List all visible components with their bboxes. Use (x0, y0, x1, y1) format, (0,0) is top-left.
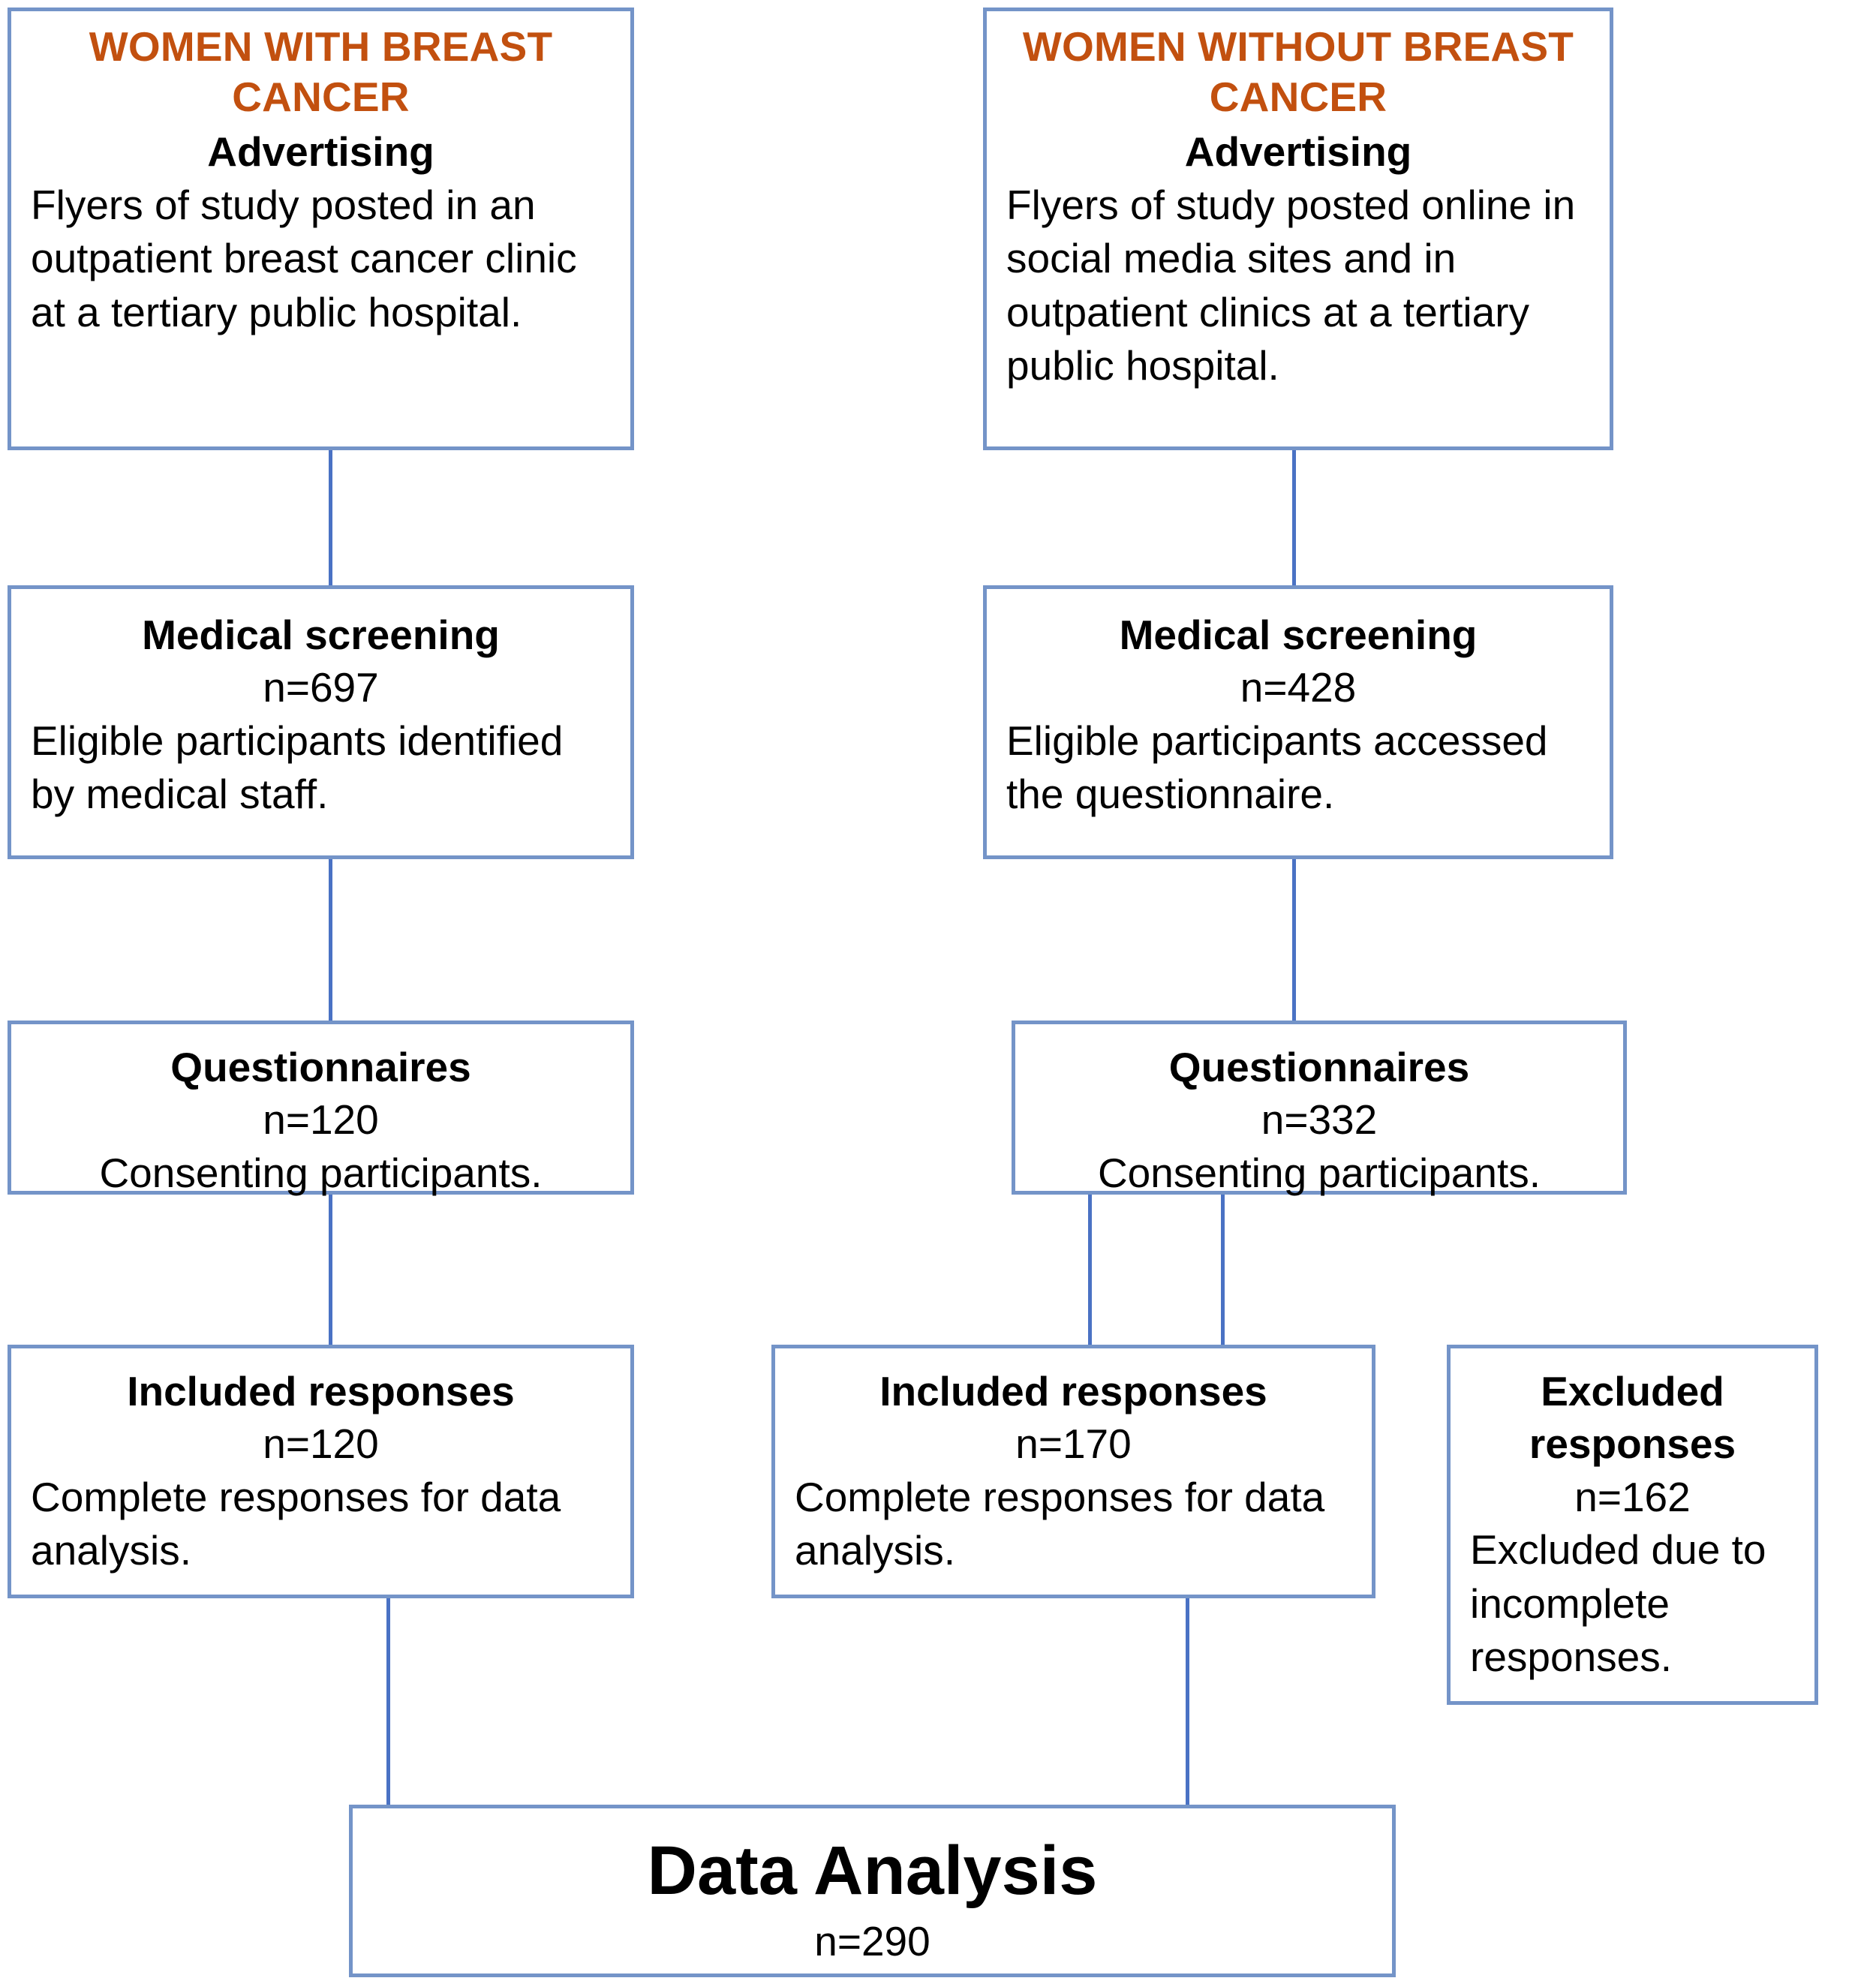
excluded-title: Excluded responses (1529, 1368, 1736, 1468)
left-advertising-text: Flyers of study posted in an outpatient … (31, 181, 577, 335)
right-advertising-title: Advertising (1184, 128, 1412, 176)
box-right-questionnaires[interactable]: Questionnaires n=332 Consenting particip… (1012, 1021, 1627, 1196)
box-right-included-responses[interactable]: Included responses n=170 Complete respon… (771, 1345, 1375, 1598)
box-left-included-responses[interactable]: Included responses n=120 Complete respon… (8, 1345, 634, 1598)
left-screening-text: Eligible participants identified by medi… (31, 717, 564, 818)
box-right-medical-screening[interactable]: Medical screening n=428 Eligible partici… (983, 585, 1613, 859)
right-included-count: n=170 (1015, 1420, 1132, 1468)
connector-left-questionnaires-to-included (329, 1195, 332, 1345)
connector-right-screening-to-questionnaires (1292, 859, 1296, 1021)
box-left-medical-screening[interactable]: Medical screening n=697 Eligible partici… (8, 585, 634, 859)
box-excluded-responses[interactable]: Excluded responses n=162 Excluded due to… (1447, 1345, 1818, 1705)
connector-left-included-to-analysis (386, 1598, 390, 1807)
right-questionnaires-count: n=332 (1261, 1096, 1378, 1144)
box-data-analysis[interactable]: Data Analysis n=290 (349, 1805, 1396, 1977)
left-branch-header: WOMEN WITH BREAST CANCER (89, 23, 553, 121)
left-questionnaires-title: Questionnaires (170, 1044, 471, 1090)
right-screening-title: Medical screening (1119, 612, 1478, 658)
left-questionnaires-text: Consenting participants. (99, 1149, 543, 1196)
data-analysis-count: n=290 (814, 1918, 930, 1965)
connector-right-included-to-analysis (1186, 1598, 1189, 1807)
right-branch-header: WOMEN WITHOUT BREAST CANCER (1022, 23, 1574, 121)
right-questionnaires-text: Consenting participants. (1097, 1149, 1541, 1196)
excluded-count: n=162 (1574, 1473, 1691, 1520)
right-screening-text: Eligible participants accessed the quest… (1006, 717, 1548, 818)
right-included-text: Complete responses for data analysis. (795, 1473, 1325, 1574)
left-included-count: n=120 (263, 1420, 379, 1468)
left-included-text: Complete responses for data analysis. (31, 1473, 561, 1574)
left-screening-title: Medical screening (142, 612, 500, 658)
box-right-advertising[interactable]: WOMEN WITHOUT BREAST CANCER Advertising … (983, 8, 1613, 450)
box-left-advertising[interactable]: WOMEN WITH BREAST CANCER Advertising Fly… (8, 8, 634, 450)
connector-left-screening-to-questionnaires (329, 859, 332, 1021)
data-analysis-title: Data Analysis (647, 1832, 1098, 1909)
right-screening-count: n=428 (1240, 664, 1357, 711)
left-screening-count: n=697 (263, 664, 379, 711)
left-included-title: Included responses (127, 1368, 515, 1414)
right-advertising-text: Flyers of study posted online in social … (1006, 181, 1576, 389)
box-left-questionnaires[interactable]: Questionnaires n=120 Consenting particip… (8, 1021, 634, 1196)
left-questionnaires-count: n=120 (263, 1096, 379, 1144)
left-advertising-title: Advertising (207, 128, 434, 176)
right-questionnaires-title: Questionnaires (1168, 1044, 1470, 1090)
connector-left-advertising-to-screening (329, 450, 332, 585)
excluded-text: Excluded due to incomplete responses. (1470, 1526, 1766, 1681)
connector-right-questionnaires-to-included (1088, 1195, 1092, 1345)
connector-right-advertising-to-screening (1292, 450, 1296, 585)
right-included-title: Included responses (879, 1368, 1267, 1414)
connector-right-questionnaires-to-excluded (1221, 1195, 1225, 1345)
